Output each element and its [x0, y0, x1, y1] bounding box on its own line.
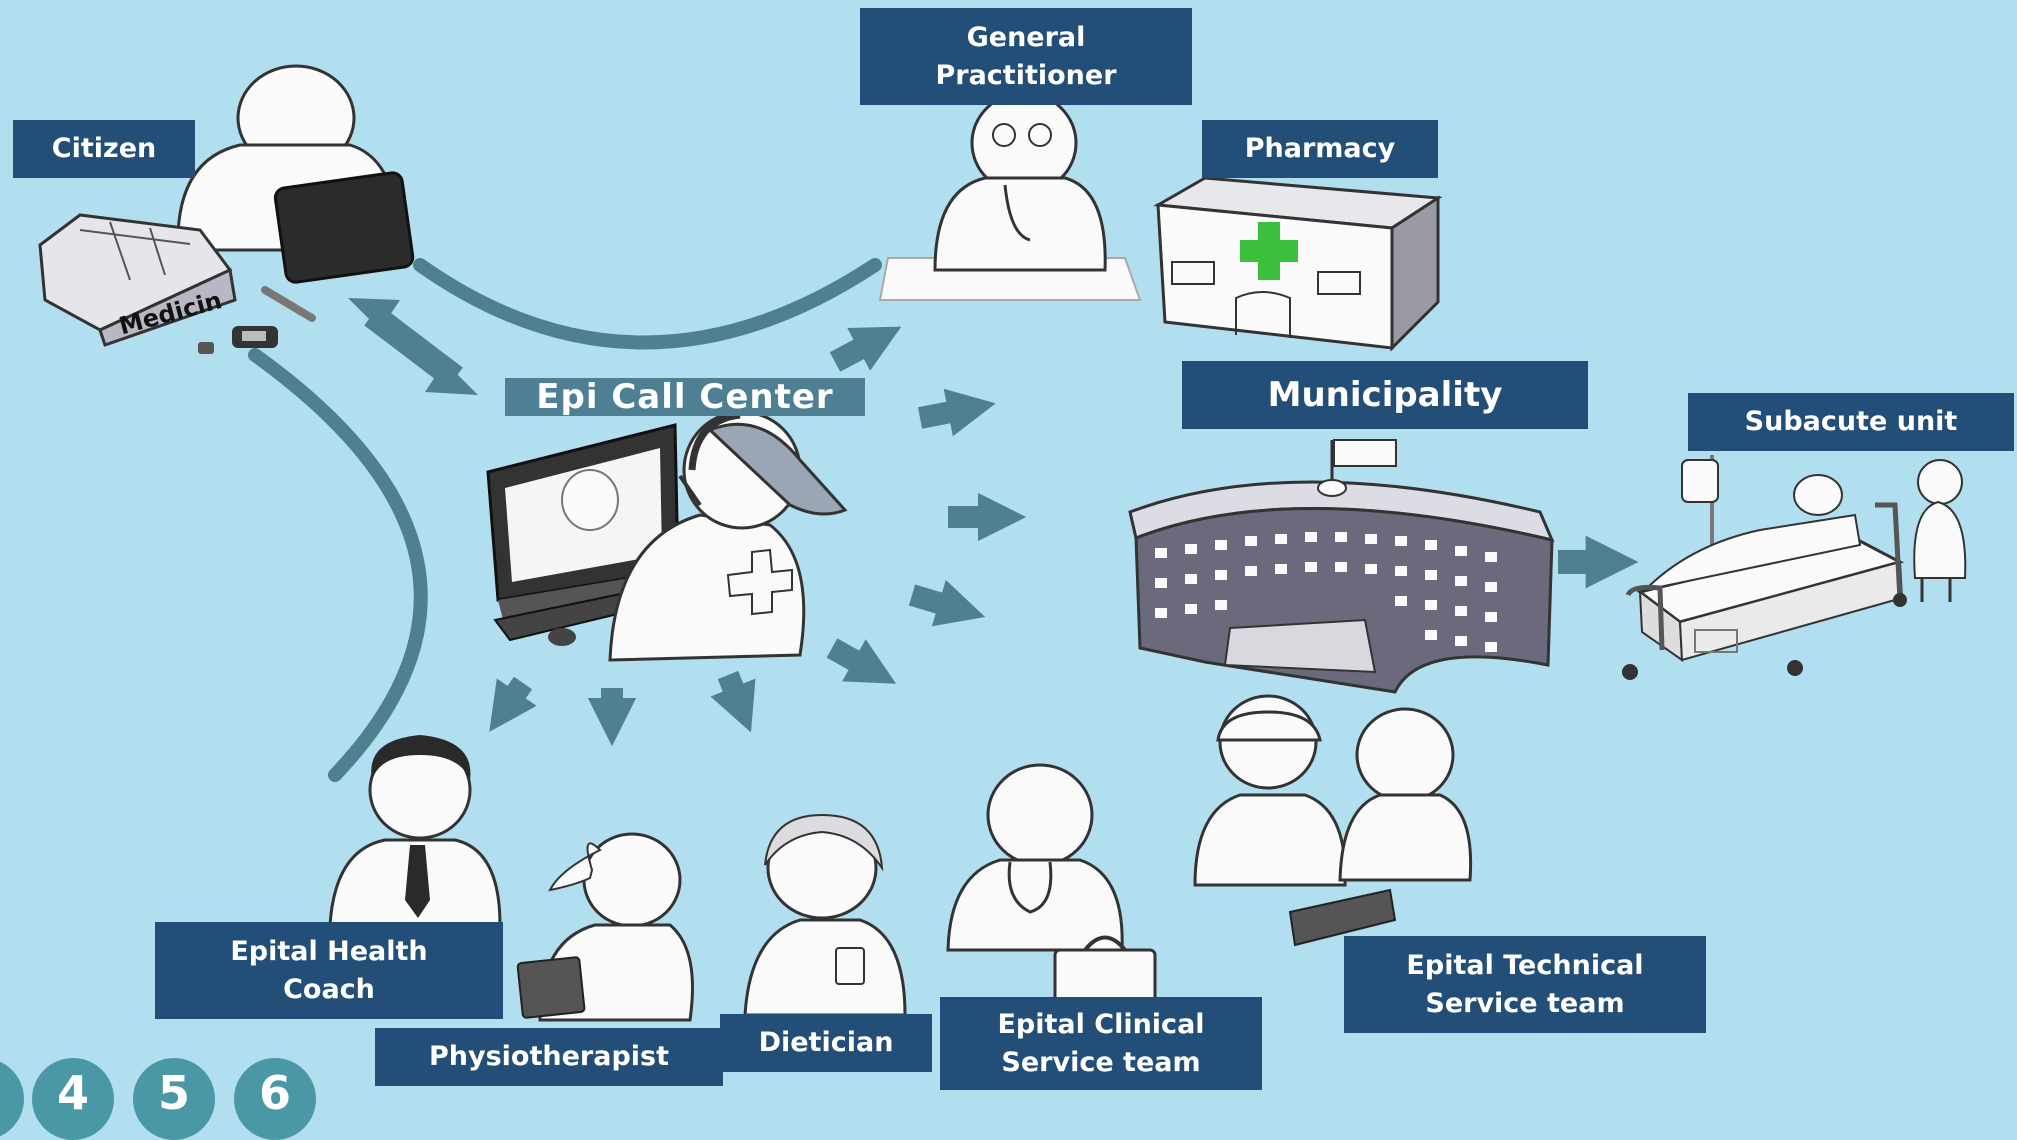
arrow-to-municipality-3	[908, 579, 986, 627]
nurse-figure	[1913, 459, 1967, 602]
physiotherapist-figure	[516, 832, 694, 1022]
hospital-bed	[1622, 455, 1907, 680]
technical-staff-figures	[1193, 694, 1473, 947]
pharmacy-building	[1153, 176, 1443, 352]
step-circle-4[interactable]: 4	[32, 1058, 114, 1140]
glucose-meter-icon	[198, 326, 278, 354]
double-arrow-citizen-callcenter	[348, 298, 478, 395]
curve-citizen-gp	[413, 258, 882, 350]
arrow-to-municipality-1	[917, 388, 996, 437]
diagram-illustration: Medicin	[38, 64, 1967, 1022]
label-dietician: Dietician	[720, 1014, 932, 1072]
label-municipality: Municipality	[1182, 361, 1588, 429]
step-circle-6[interactable]: 6	[234, 1058, 316, 1140]
label-pharmacy: Pharmacy	[1202, 120, 1438, 178]
label-technical-service-team: Epital Technical Service team	[1344, 936, 1706, 1033]
label-general-practitioner: General Practitioner	[860, 8, 1192, 105]
arrow-to-coach	[489, 676, 537, 732]
label-citizen: Citizen	[13, 120, 195, 178]
dietician-figure	[743, 813, 907, 1017]
pharmacy-cross-icon	[1240, 222, 1298, 280]
arrow-to-gp	[829, 326, 902, 372]
general-practitioner-figure	[878, 91, 1142, 301]
label-health-coach: Epital Health Coach	[155, 922, 503, 1019]
label-call-center: Epi Call Center	[505, 377, 865, 417]
arrow-to-clinical	[826, 638, 897, 684]
arrow-to-dietician	[710, 670, 756, 733]
medicin-box: Medicin	[38, 213, 237, 347]
call-center-operator	[486, 410, 848, 662]
citizen-figure	[176, 64, 415, 284]
clinical-staff-figure	[946, 763, 1157, 1012]
thermometer-icon	[261, 286, 316, 322]
label-clinical-service-team: Epital Clinical Service team	[940, 997, 1262, 1090]
label-physiotherapist: Physiotherapist	[375, 1028, 723, 1086]
municipality-building	[1128, 439, 1555, 694]
step-circle-5[interactable]: 5	[133, 1058, 215, 1140]
label-subacute-unit: Subacute unit	[1688, 393, 2014, 451]
curve-citizen-coach	[248, 348, 428, 782]
health-coach-figure	[328, 735, 502, 927]
diagram-canvas: Medicin	[0, 8, 2014, 1140]
